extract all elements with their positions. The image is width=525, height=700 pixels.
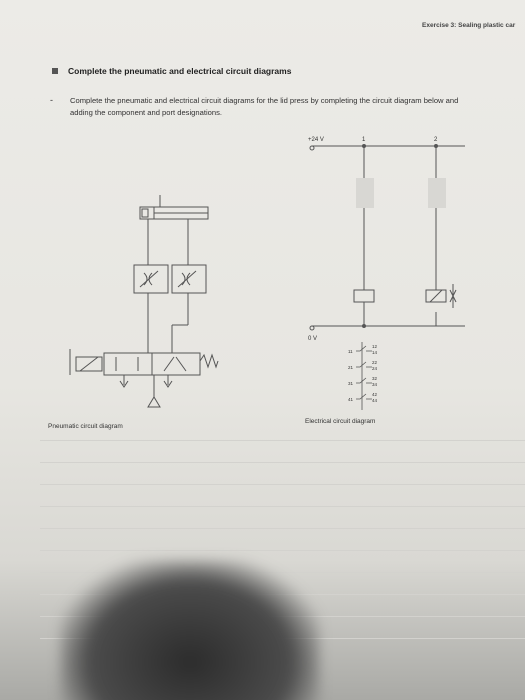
electrical-diagram: +24 V 0 V 1 2 11 12 14 21 22 24 31 32 [308, 137, 465, 410]
instruction-text: Complete the pneumatic and electrical ci… [70, 96, 459, 117]
contact-right2-label: 24 [372, 366, 378, 371]
relay-coil [353, 289, 375, 303]
ruled-line [40, 462, 525, 463]
ruled-line [40, 484, 525, 485]
contact-right-label: 12 [372, 344, 378, 349]
contact-right2-label: 14 [372, 350, 378, 355]
solenoid-actuator [75, 356, 103, 372]
solenoid-coil [425, 289, 447, 303]
list-dash: - [50, 95, 53, 105]
path-2-label: 2 [434, 137, 438, 143]
contact-row: 11 12 14 [348, 344, 378, 355]
supply-label: +24 V [308, 137, 324, 143]
contact-row: 31 32 34 [348, 376, 378, 387]
contact-right-label: 22 [372, 360, 378, 365]
contact-right-label: 42 [372, 392, 378, 397]
contact-right-label: 32 [372, 376, 378, 381]
contact-row: 21 22 24 [348, 360, 378, 371]
hand-shadow [60, 560, 320, 700]
electrical-caption: Electrical circuit diagram [305, 418, 376, 425]
relay-contacts: 11 12 14 21 22 24 31 32 34 41 42 4 [348, 342, 378, 410]
ruled-line [40, 440, 525, 441]
supply-triangle [147, 396, 161, 408]
contact-row: 41 42 44 [348, 392, 378, 403]
ruled-line [40, 550, 525, 551]
flow-control-valve-1 [133, 264, 169, 294]
flow-control-valve-2 [171, 264, 207, 294]
contact-left-label: 41 [348, 397, 354, 402]
contact-left-label: 11 [348, 349, 353, 354]
ruled-line [40, 506, 525, 507]
pneumatic-caption: Pneumatic circuit diagram [48, 423, 123, 430]
pencil-mark-1 [356, 178, 374, 208]
return-spring [199, 353, 219, 369]
exercise-header: Exercise 3: Sealing plastic car [422, 22, 516, 29]
ruled-line [40, 528, 525, 529]
contact-right2-label: 34 [372, 382, 378, 387]
contact-left-label: 31 [348, 381, 354, 386]
pencil-mark-2 [428, 178, 446, 208]
bullet-square [52, 68, 58, 74]
pneumatic-diagram [69, 195, 219, 408]
path-1-label: 1 [362, 137, 366, 143]
section-heading: Complete the pneumatic and electrical ci… [68, 66, 292, 76]
contact-left-label: 21 [348, 365, 354, 370]
ground-label: 0 V [308, 336, 317, 342]
contact-right2-label: 44 [372, 398, 378, 403]
directional-valve [103, 352, 153, 376]
